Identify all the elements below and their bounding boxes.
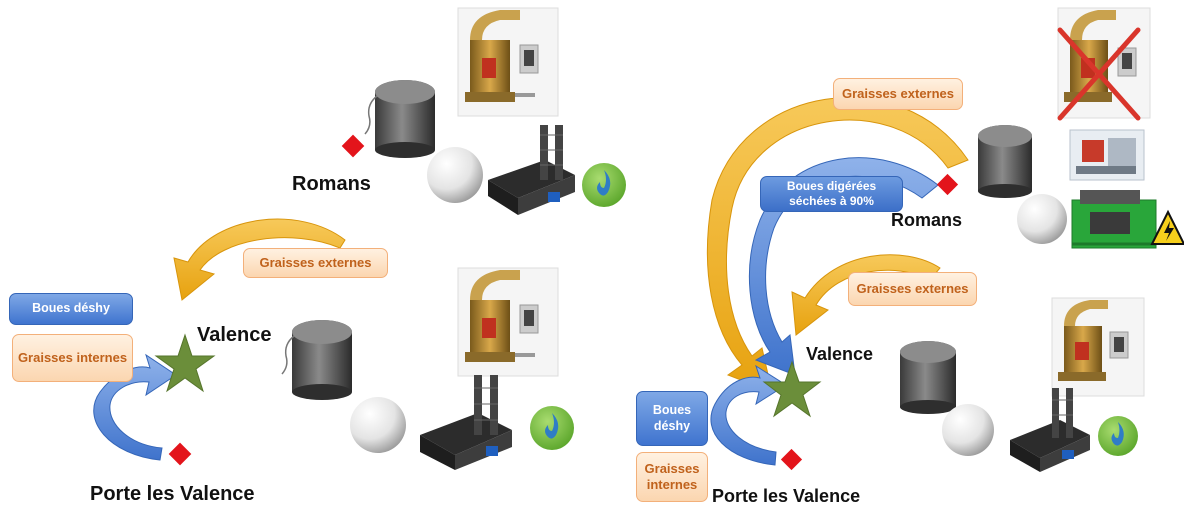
porte-right-site-diamond-icon [780,448,803,471]
romans-left-biogas-flame-badge-icon [582,163,626,207]
valence-right-incinerator-tower-icon [1051,297,1145,397]
valence-right-biogas-flame-badge-icon [1098,416,1138,456]
valence-left-gas-holder-sphere-icon [350,397,406,453]
romans-left-site-diamond-icon [341,134,365,158]
romans-right-digester-tank-icon [978,125,1032,198]
valence-left-label: Valence [197,324,272,346]
valence-left-digester-tank-icon [281,320,352,400]
porte-left-site-diamond-icon [168,442,192,466]
left-graisses-internes-label: Graisses internes [12,334,133,382]
romans-right-site-diamond-icon [936,173,959,196]
porte-left-label: Porte les Valence [90,483,255,505]
valence-right-label: Valence [806,344,873,364]
romans-left-dryer-unit-icon [488,125,575,215]
romans-right-label: Romans [891,210,962,230]
valence-left-hub-star-icon [154,333,216,393]
romans-right-dryer-unit-icon [1069,129,1145,181]
incinerator-removed-cross-icon [1057,27,1141,121]
valence-right-dryer-unit-icon [1010,388,1090,472]
right-graisses-internes-label: Graisses internes [636,452,708,502]
right-boues-deshy-arrow [710,364,787,466]
right-boues-deshy-label: Boues déshy [636,391,708,446]
valence-right-gas-holder-sphere-icon [942,404,994,456]
electricity-warning-icon [1150,209,1184,245]
cogeneration-engine-icon [1071,190,1157,249]
valence-left-incinerator-tower-icon [457,267,559,377]
valence-right-digester-tank-icon [900,341,956,414]
left-graisses-externes-label: Graisses externes [243,248,388,278]
porte-right-label: Porte les Valence [712,486,860,505]
right-graisses-externes-top-label: Graisses externes [833,78,963,110]
left-boues-deshy-label: Boues déshy [9,293,133,325]
right-boues-digerees-label: Boues digérées séchées à 90% [760,176,903,212]
right-graisses-externes-mid-label: Graisses externes [848,272,977,306]
right-graisses-externes-mid-arrow [791,254,941,336]
valence-left-biogas-flame-badge-icon [530,406,574,450]
romans-right-gas-holder-sphere-icon [1017,194,1067,244]
romans-left-gas-holder-sphere-icon [427,147,483,203]
valence-left-dryer-unit-icon [420,375,512,470]
romans-left-digester-tank-icon [364,80,435,158]
romans-left-incinerator-tower-icon [457,7,559,117]
right-graisses-externes-top-arrow [706,97,969,393]
romans-left-label: Romans [292,173,371,195]
valence-right-hub-star-icon [762,360,822,418]
left-graisses-externes-arrow [173,218,346,301]
